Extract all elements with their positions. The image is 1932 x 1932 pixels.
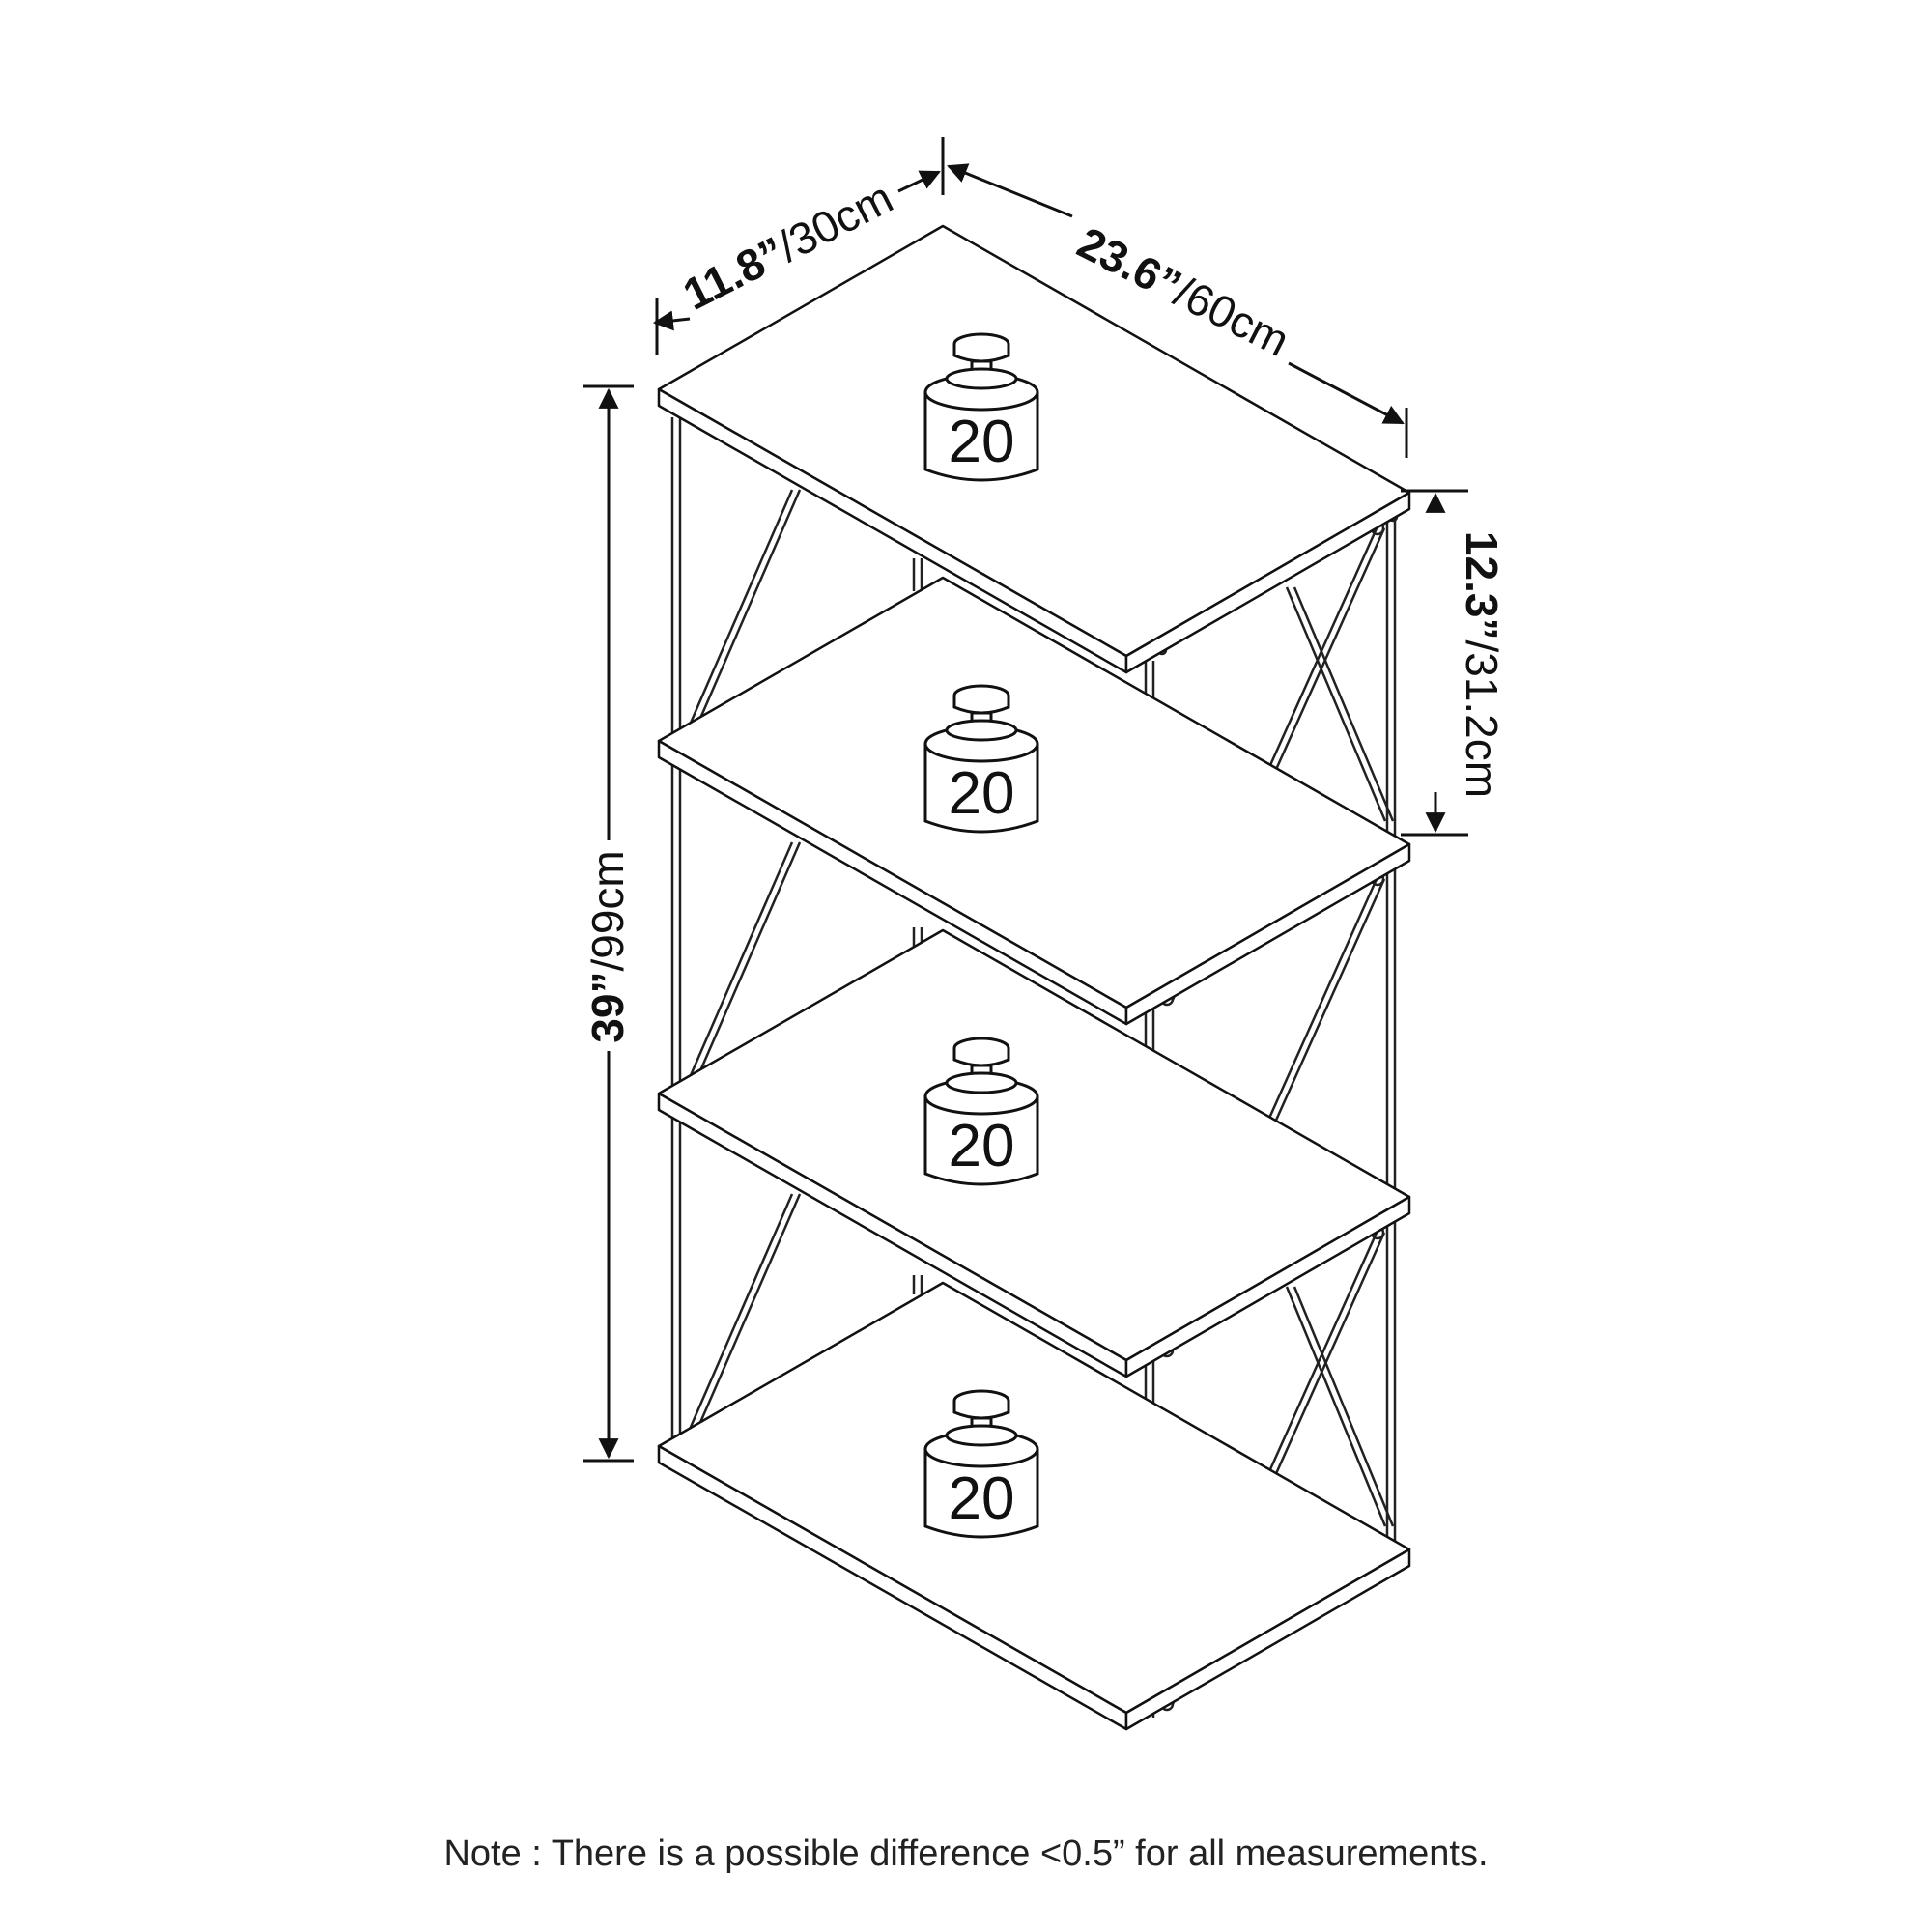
height-imperial: 39” (582, 972, 633, 1043)
left-cross-braces (686, 489, 802, 1435)
weight-capacity-label: 20 (949, 760, 1015, 827)
depth-metric: /30cm (770, 172, 900, 271)
weight-icon: 20 (923, 332, 1039, 482)
width-metric: /60cm (1167, 267, 1297, 366)
depth-imperial: 11.8” (675, 227, 793, 320)
weight-capacity-label: 20 (949, 409, 1015, 475)
weight-capacity-label: 20 (949, 1465, 1015, 1532)
shelf-spacing-metric: /31.2cm (1457, 639, 1507, 798)
measurement-note: Note : There is a possible difference <0… (443, 1833, 1489, 1874)
height-label: 39”/99cm (582, 850, 633, 1042)
width-imperial: 23.6” (1069, 217, 1189, 311)
weight-icon: 20 (923, 1037, 1039, 1186)
weight-capacity-label: 20 (949, 1113, 1015, 1179)
weight-icon: 20 (923, 684, 1039, 834)
height-metric: /99cm (582, 850, 633, 971)
shelf-spacing-imperial: 12.3” (1457, 531, 1507, 640)
weight-icon: 20 (923, 1389, 1039, 1539)
shelf-spacing-label: 12.3”/31.2cm (1457, 531, 1507, 798)
dimension-lines (583, 137, 1468, 1463)
